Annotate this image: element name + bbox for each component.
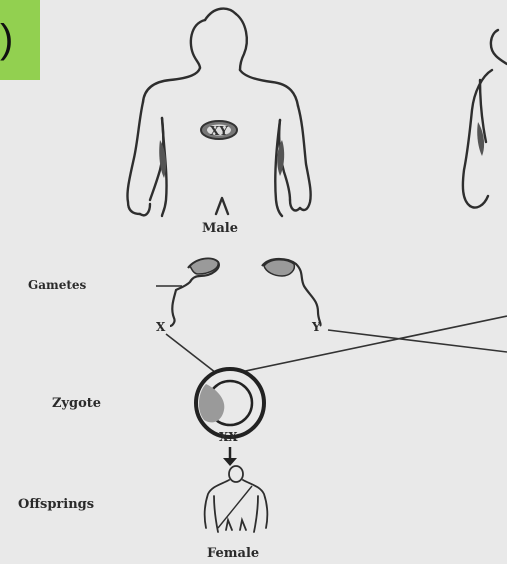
corner-tab-text: ) [0, 17, 13, 61]
male-caption: Male [202, 221, 238, 236]
female-offspring-silhouette [205, 466, 268, 532]
female-silhouette-partial [463, 30, 507, 208]
gamete-x-icon [170, 259, 219, 326]
male-chromosome-label: XY [210, 124, 228, 138]
gamete-x-label: X [156, 320, 165, 334]
corner-tab: ) [0, 0, 40, 80]
gamete-y-label: Y [312, 320, 321, 334]
zygote-cell-icon [196, 369, 264, 437]
arrow-down-icon [223, 447, 237, 466]
zygote-label: Zygote [52, 396, 101, 411]
gamete-y-icon [262, 259, 321, 326]
female-caption: Female [207, 546, 259, 561]
gametes-label: Gametes [28, 278, 86, 292]
zygote-chromosome-label: XX [219, 430, 238, 444]
offsprings-label: Offsprings [18, 497, 94, 512]
offspring-pointer [218, 486, 252, 528]
male-silhouette [127, 9, 310, 216]
